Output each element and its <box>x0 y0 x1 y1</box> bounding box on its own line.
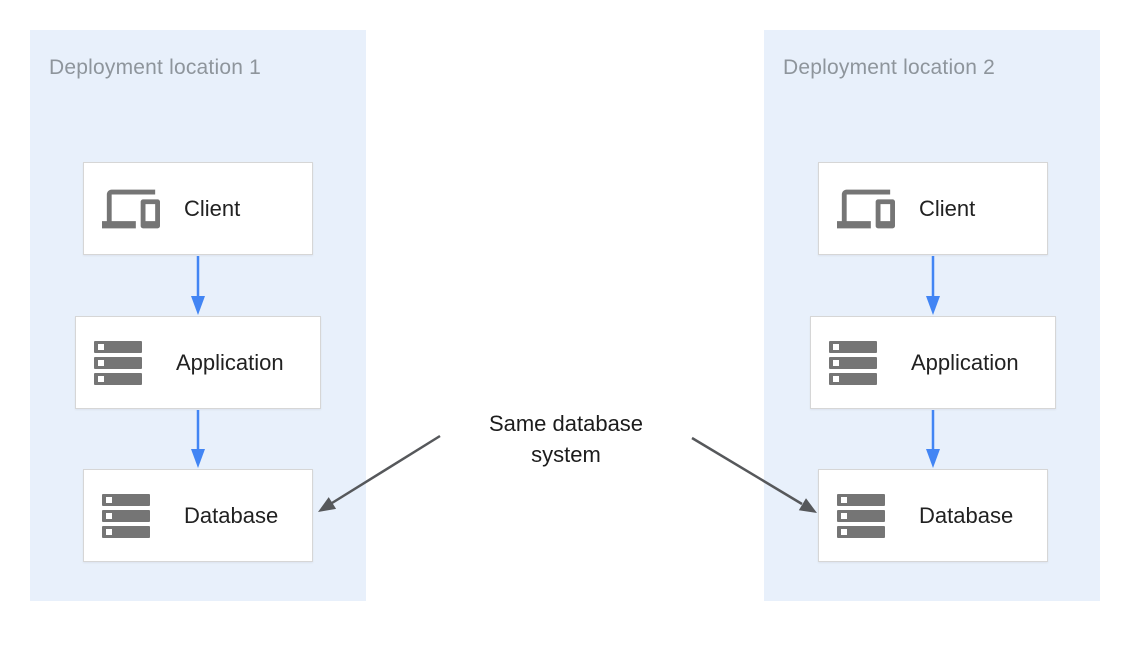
node-client-right: Client <box>818 162 1048 255</box>
node-database-left: Database <box>83 469 313 562</box>
node-label: Application <box>176 349 284 375</box>
storage-icon <box>94 340 156 385</box>
node-application-left: Application <box>75 316 321 409</box>
annotation-same-database-system: Same database system <box>488 411 644 467</box>
node-label: Database <box>919 502 1014 528</box>
node-label: Application <box>911 349 1019 375</box>
node-client-left: Client <box>83 162 313 255</box>
storage-icon <box>829 340 891 385</box>
panel-title: Deployment location 1 <box>49 56 261 79</box>
panel-title: Deployment location 2 <box>783 56 995 79</box>
storage-icon <box>837 493 899 538</box>
node-label: Database <box>184 502 279 528</box>
devices-icon <box>837 180 899 238</box>
node-database-right: Database <box>818 469 1048 562</box>
devices-icon <box>102 180 164 238</box>
storage-icon <box>102 493 164 538</box>
node-label: Client <box>919 195 976 221</box>
node-application-right: Application <box>810 316 1056 409</box>
node-label: Client <box>184 195 241 221</box>
